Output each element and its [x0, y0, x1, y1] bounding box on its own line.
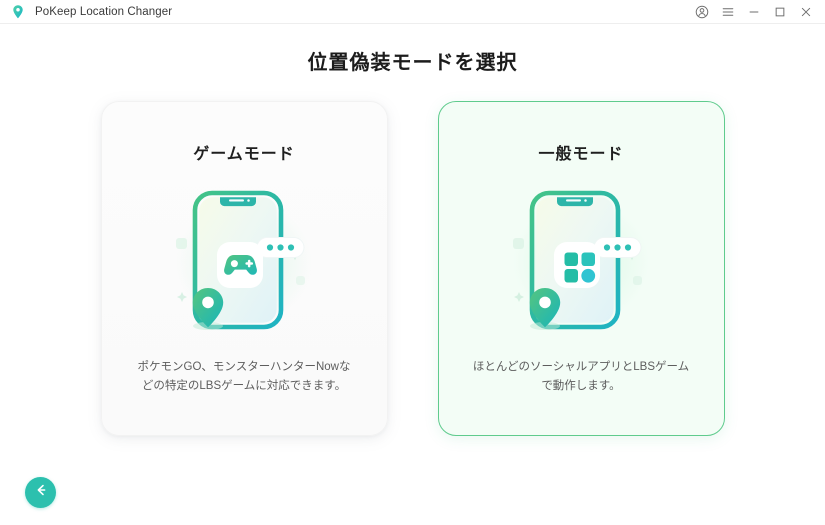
mode-card-title: ゲームモード [193, 146, 295, 163]
app-title: PoKeep Location Changer [35, 5, 173, 18]
title-bar: PoKeep Location Changer [0, 0, 825, 24]
mode-card-list: ゲームモード [0, 101, 825, 436]
close-icon[interactable] [793, 1, 819, 23]
game-mode-illustration [164, 180, 324, 340]
minimize-icon[interactable] [741, 1, 767, 23]
location-pin-icon [529, 288, 561, 330]
mode-card-title: 一般モード [538, 146, 624, 163]
account-icon[interactable] [689, 1, 715, 23]
mode-card-description: ほとんどのソーシャルアプリとLBSゲームで動作します。 [472, 361, 690, 392]
game-controller-icon [217, 242, 263, 288]
location-pin-icon [192, 288, 224, 330]
mode-card-game[interactable]: ゲームモード [100, 101, 388, 436]
main-content: 位置偽装モードを選択 ゲームモード [0, 24, 825, 525]
mode-card-general[interactable]: 一般モード [437, 101, 725, 436]
general-mode-illustration [501, 180, 661, 340]
mode-card-description: ポケモンGO、モンスターハンターNowなどの特定のLBSゲームに対応できます。 [137, 361, 351, 392]
maximize-icon[interactable] [767, 1, 793, 23]
menu-icon[interactable] [715, 1, 741, 23]
page-title: 位置偽装モードを選択 [307, 52, 518, 74]
arrow-left-icon [33, 482, 49, 503]
app-grid-icon [554, 242, 600, 288]
window-controls [689, 1, 819, 23]
app-logo-icon [10, 4, 26, 20]
back-button[interactable] [25, 477, 56, 508]
